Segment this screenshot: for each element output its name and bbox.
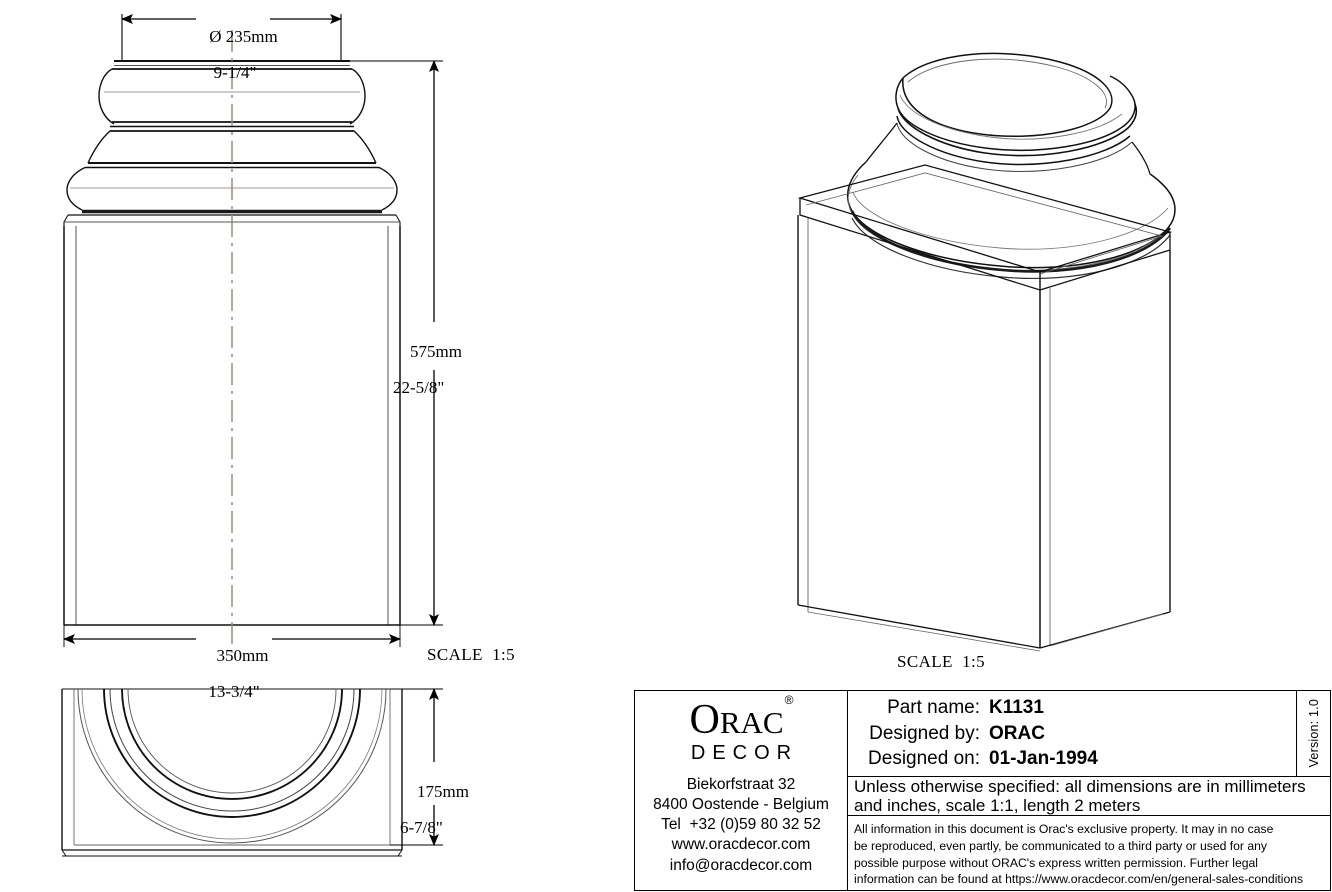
orac-logo-wordmark: ORAC®	[689, 694, 794, 743]
dim-top-diameter: Ø 235mm 9-1/4"	[190, 10, 280, 117]
field-designed-on-label: Designed on:	[868, 748, 980, 770]
address-line-phone: Tel +32 (0)59 80 32 52	[661, 816, 821, 834]
dim-top-diameter-inch: 9-1/4"	[213, 62, 257, 82]
dim-depth-inch: 6-7/8"	[400, 817, 443, 837]
legal-notice-text: All information in this document is Orac…	[854, 822, 1304, 887]
general-note-text: Unless otherwise specified: all dimensio…	[854, 777, 1306, 816]
scale-label-front: SCALE 1:5	[427, 645, 516, 664]
title-block: ORAC® DECOR Biekorfstraat 32 8400 Oosten…	[634, 690, 1331, 891]
version-panel: Version: 1.0	[1296, 691, 1330, 777]
field-designed-on: Designed on: 01-Jan-1994	[848, 748, 1296, 770]
company-address: Biekorfstraat 32 8400 Oostende - Belgium…	[653, 775, 829, 876]
dim-height-inch: 22-5/8"	[393, 377, 445, 397]
orac-logo-initial: O	[689, 697, 720, 743]
orac-logo: ORAC® DECOR	[684, 694, 799, 764]
orac-logo-rest: RAC	[719, 705, 784, 740]
address-line-city: 8400 Oostende - Belgium	[653, 796, 829, 814]
field-part-name-label: Part name:	[887, 696, 980, 718]
field-designed-by-label: Designed by:	[869, 722, 980, 744]
dim-top-diameter-mm: Ø 235mm	[209, 26, 278, 46]
title-block-fields: Part name: K1131 Designed by: ORAC Desig…	[848, 691, 1330, 778]
dim-width-inch: 13-3/4"	[208, 681, 260, 701]
registered-trademark-icon: ®	[784, 693, 794, 707]
title-block-company-panel: ORAC® DECOR Biekorfstraat 32 8400 Oosten…	[635, 691, 848, 890]
orac-logo-subtitle: DECOR	[690, 742, 799, 764]
title-block-info-panel: Part name: K1131 Designed by: ORAC Desig…	[848, 691, 1330, 890]
dim-width-mm: 350mm	[216, 645, 269, 665]
dim-height-mm: 575mm	[410, 341, 462, 361]
isometric-view-geometry	[797, 52, 1176, 652]
legal-notice: All information in this document is Orac…	[848, 816, 1330, 890]
version-label: Version: 1.0	[1306, 699, 1321, 768]
field-designed-by-value: ORAC	[989, 722, 1045, 744]
scale-label-isometric: SCALE 1:5	[897, 652, 986, 671]
dim-depth: 175mm 6-7/8"	[400, 765, 492, 872]
field-designed-on-value: 01-Jan-1994	[989, 748, 1098, 770]
field-designed-by: Designed by: ORAC	[848, 723, 1296, 745]
address-line-email[interactable]: info@oracdecor.com	[669, 856, 813, 874]
dim-height: 575mm 22-5/8"	[393, 325, 485, 432]
field-part-name-value: K1131	[989, 696, 1044, 718]
dim-width: 350mm 13-3/4"	[189, 629, 279, 736]
general-note: Unless otherwise specified: all dimensio…	[848, 777, 1330, 817]
address-line-street: Biekorfstraat 32	[686, 776, 796, 793]
dim-depth-mm: 175mm	[417, 781, 469, 801]
address-line-website[interactable]: www.oracdecor.com	[671, 836, 811, 854]
field-part-name: Part name: K1131	[848, 697, 1296, 719]
